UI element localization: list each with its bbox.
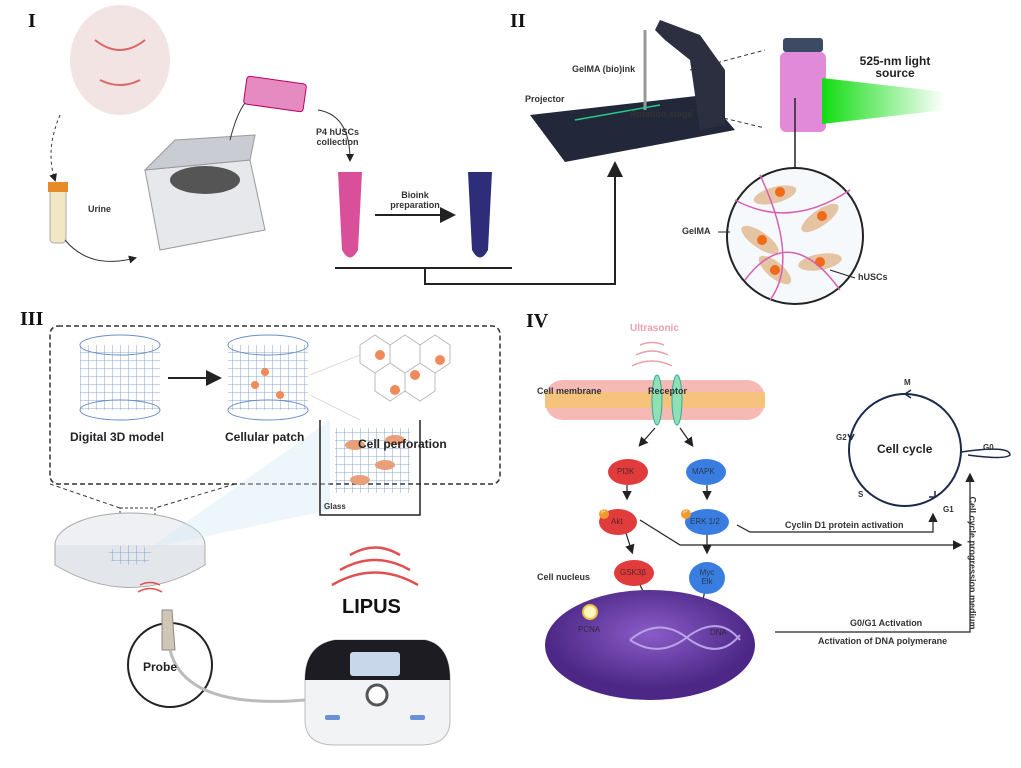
panel-iii-label: III [20, 308, 44, 330]
progression-label: Cell cycle progression medium [967, 496, 978, 630]
urine-label: Urine [88, 204, 112, 214]
cyclin-label: Cyclin D1 protein activation [785, 520, 904, 530]
rotation-stage-label: Rotation stage [630, 109, 693, 119]
ultrasonic-label: Ultrasonic [630, 323, 679, 334]
digital-model-label: Digital 3D model [70, 430, 165, 444]
cell-perforation-label: Cell perforation [358, 437, 447, 451]
panel-iv-label: IV [526, 310, 549, 332]
gelma-bioink-label: GelMA (bio)ink [572, 64, 636, 74]
lipus-label: LIPUS [342, 596, 401, 618]
erk-label: ERK 1/2 [690, 517, 720, 526]
dna-label: DNA [710, 628, 727, 637]
light-source-label: 525-nm light source [859, 54, 931, 80]
huscs-label: hUSCs [858, 272, 888, 282]
panel-ii-label: II [510, 10, 526, 32]
bioink-label: Bioink preparation [390, 190, 440, 210]
myc-elk-label: Myc Elk [699, 568, 715, 586]
phospho-erk-label: P [683, 509, 688, 516]
receptor-label: Receptor [648, 386, 688, 396]
phospho-akt-label: P [601, 509, 606, 516]
projector-label: Projector [525, 94, 565, 104]
cell-nucleus-label: Cell nucleus [537, 572, 591, 582]
panel-i-label: I [28, 10, 36, 32]
pi3k-label: PI3K [617, 467, 635, 476]
phase-s: S [858, 490, 864, 499]
pcna-label: PCNA [578, 625, 601, 634]
panel-iv-drawing [545, 341, 1011, 700]
gsk-label: GSK3β [620, 568, 646, 577]
cellular-patch-label: Cellular patch [225, 430, 305, 444]
mapk-label: MAPK [692, 467, 715, 476]
panel-i-drawing [48, 5, 623, 285]
phase-g0: G0 [983, 443, 994, 452]
panel-ii-drawing [530, 20, 945, 305]
cell-membrane-label: Cell membrane [537, 386, 602, 396]
collection-label: P4 hUSCs collection [315, 127, 359, 147]
dna-polymerase-label: Activation of DNA polymerane [818, 636, 948, 646]
akt-label: Akt [611, 517, 623, 526]
phase-g2: G2 [836, 433, 847, 442]
g0g1-activation-label: G0/G1 Activation [850, 618, 923, 628]
glass-label: Glass [324, 502, 346, 511]
gelma-label: GelMA [682, 226, 711, 236]
phase-m: M [904, 378, 911, 387]
cell-cycle-label: Cell cycle [877, 442, 933, 456]
panel-iii-drawing [49, 325, 501, 746]
probe-label: Probe [143, 660, 178, 674]
molecule-nodes [599, 459, 729, 594]
phase-g1: G1 [943, 505, 954, 514]
